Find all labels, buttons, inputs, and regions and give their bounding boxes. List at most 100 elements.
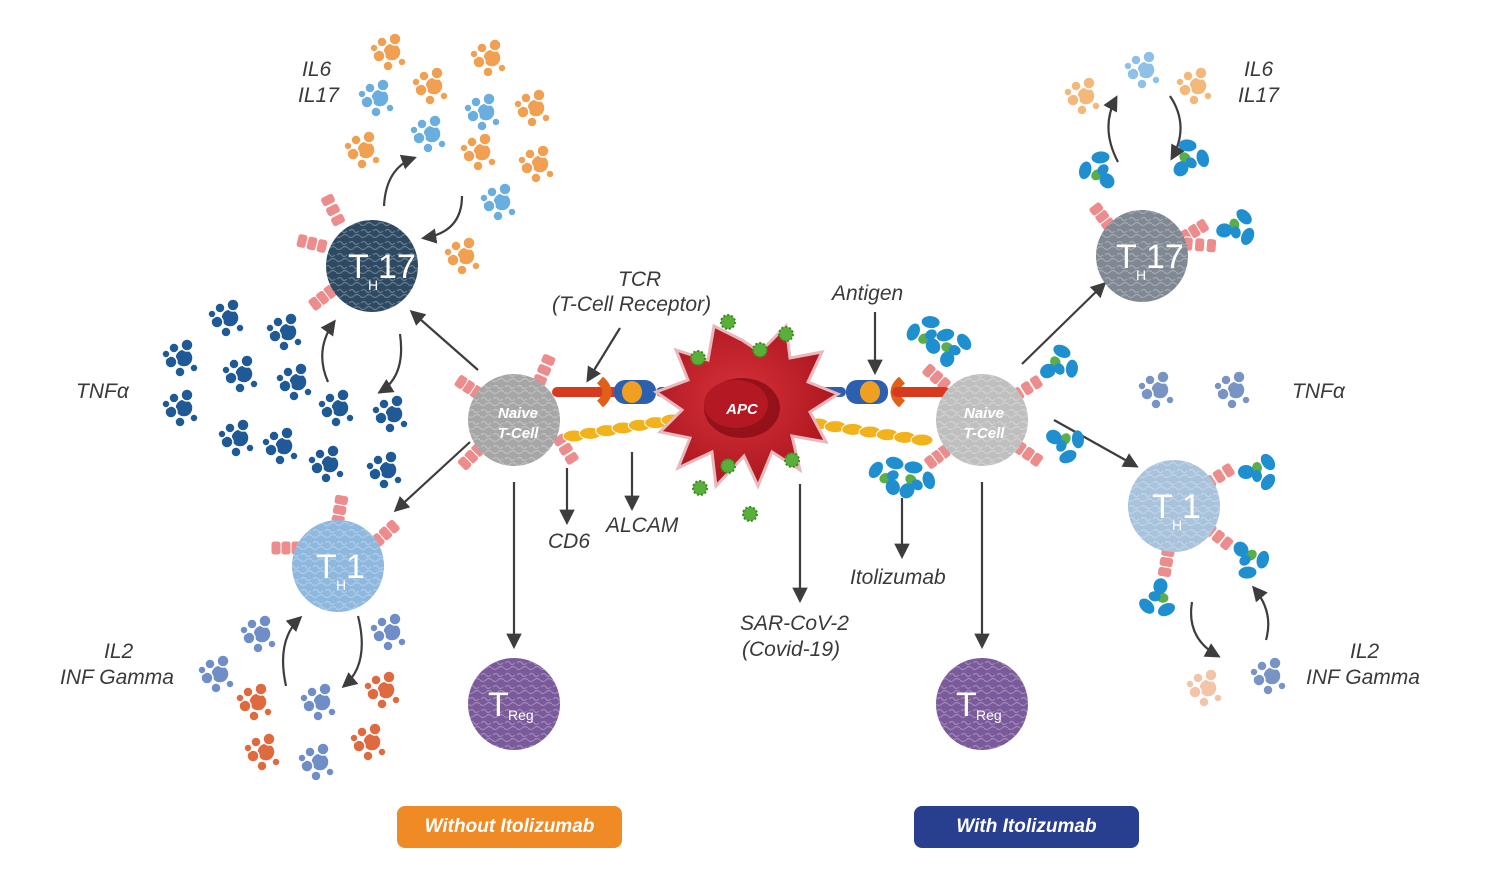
t-cells: T H 17 T H 1 Naive T-Cell T Reg bbox=[292, 210, 1220, 750]
cytokine-right-3 bbox=[1137, 370, 1175, 410]
th17-left-h: H bbox=[368, 277, 378, 293]
antibody-6 bbox=[1078, 151, 1115, 189]
cytokine-il2-left-8 bbox=[349, 722, 387, 762]
arrow-naive-to-th1-left bbox=[393, 441, 471, 513]
th17-left-num: 17 bbox=[378, 248, 416, 286]
naive-t-cell-right: Naive T-Cell bbox=[936, 374, 1028, 466]
treg-right-reg: Reg bbox=[976, 707, 1002, 723]
virus-particle bbox=[778, 326, 794, 342]
antibody-11 bbox=[1139, 578, 1176, 617]
cytokine-right-5 bbox=[1185, 668, 1223, 708]
cytokine-il-left-4 bbox=[463, 92, 501, 132]
cytokine-right-0 bbox=[1063, 76, 1101, 116]
treg-cell-right: T Reg bbox=[936, 658, 1028, 750]
treg-left-reg: Reg bbox=[508, 707, 534, 723]
cytokine-il2-left-2 bbox=[197, 654, 235, 694]
virus-particle bbox=[720, 314, 736, 330]
cytokine-right-2 bbox=[1175, 66, 1213, 106]
cytokine-tnf-left-3 bbox=[221, 354, 259, 394]
cytokine-il-left-8 bbox=[459, 132, 497, 172]
itolizumab-antibodies bbox=[868, 139, 1276, 617]
antibody-1 bbox=[936, 328, 972, 368]
cytokine-tnf-left-7 bbox=[371, 394, 409, 434]
label-sarscov: SAR-CoV-2 bbox=[740, 612, 849, 635]
arrow-th1-left-out bbox=[341, 615, 363, 688]
apc-label: APC bbox=[725, 401, 759, 418]
virus-particle bbox=[690, 350, 706, 366]
cd6-th17-right-a bbox=[1088, 201, 1116, 232]
label-il6-right: IL6 bbox=[1244, 58, 1274, 81]
cytokine-il-left-7 bbox=[343, 130, 381, 170]
apc-cell: APC bbox=[652, 322, 842, 490]
label-il2-left: IL2 bbox=[104, 640, 134, 663]
arrow-th17-tnf-in bbox=[320, 319, 336, 383]
label-tcr-full: (T-Cell Receptor) bbox=[552, 293, 711, 316]
cytokine-il2-left-3 bbox=[235, 682, 273, 722]
th1-left-num: 1 bbox=[346, 548, 365, 586]
with-itolizumab-badge: With Itolizumab bbox=[914, 806, 1139, 848]
tcr-right bbox=[806, 376, 950, 408]
th17-right-h: H bbox=[1136, 267, 1146, 283]
cytokine-il-left-5 bbox=[513, 88, 551, 128]
th1-right-h: H bbox=[1172, 517, 1182, 533]
cytokine-il2-left-1 bbox=[369, 612, 407, 652]
cytokine-tnf-left-0 bbox=[207, 298, 245, 338]
arrow-th1-left-in bbox=[282, 615, 303, 687]
cd6-naive-right-d bbox=[1012, 440, 1045, 468]
cd6-th17-left-c bbox=[307, 284, 338, 312]
label-antigen: Antigen bbox=[830, 282, 903, 305]
arrow-naive-to-th17-right bbox=[1021, 281, 1107, 365]
virus-particle bbox=[720, 458, 736, 474]
label-covid: (Covid-19) bbox=[742, 638, 840, 661]
arrow-naive-to-th17-left bbox=[409, 309, 479, 371]
cytokine-il2-left-7 bbox=[297, 742, 335, 782]
arrow-th1-right-in bbox=[1252, 585, 1270, 641]
cytokine-tnf-left-9 bbox=[261, 426, 299, 466]
alcam-cd6-chain-left bbox=[562, 413, 684, 443]
antibody-0 bbox=[906, 316, 941, 354]
arrow-th17-right-out bbox=[1103, 95, 1119, 163]
th1-left-t: T bbox=[316, 548, 337, 586]
cytokine-right-4 bbox=[1213, 370, 1251, 410]
th17-right-num: 17 bbox=[1146, 238, 1184, 276]
label-il6-left: IL6 bbox=[302, 58, 332, 81]
treg-right-t: T bbox=[956, 686, 977, 724]
cytokine-tnf-left-6 bbox=[317, 388, 355, 428]
label-il17-right: IL17 bbox=[1238, 84, 1280, 107]
naive-right-line1: Naive bbox=[964, 405, 1004, 422]
label-tcr: TCR bbox=[618, 268, 661, 291]
arrow-th17-right-in bbox=[1169, 95, 1185, 161]
cd6-naive-right-a bbox=[921, 362, 952, 392]
cytokine-il-left-9 bbox=[517, 144, 555, 184]
virus-particle bbox=[752, 342, 768, 358]
antibody-4 bbox=[868, 456, 904, 496]
label-cd6: CD6 bbox=[548, 530, 590, 553]
th17-right-t: T bbox=[1116, 238, 1137, 276]
cytokine-tnf-left-10 bbox=[307, 444, 345, 484]
cytokine-tnf-left-11 bbox=[365, 450, 403, 490]
cytokine-il-left-1 bbox=[469, 38, 507, 78]
antibody-5 bbox=[899, 461, 936, 499]
antibody-3 bbox=[1046, 429, 1084, 464]
cytokine-il2-left-6 bbox=[243, 732, 281, 772]
cytokine-tnf-left-2 bbox=[161, 338, 199, 378]
arrow-th17-secrete-left bbox=[382, 154, 417, 207]
antibody-2 bbox=[1040, 344, 1078, 379]
sars-cov-2-particles bbox=[690, 314, 800, 522]
th1-right-num: 1 bbox=[1182, 488, 1201, 526]
cd6-th17-left-b bbox=[295, 233, 329, 254]
without-itolizumab-badge: Without Itolizumab bbox=[397, 806, 622, 848]
cytokine-clusters bbox=[161, 32, 1287, 782]
arrow-naive-to-th1-right bbox=[1053, 419, 1139, 468]
cytokine-il-left-11 bbox=[443, 236, 481, 276]
th1-left-h: H bbox=[336, 577, 346, 593]
cytokine-il-left-10 bbox=[479, 182, 517, 222]
label-il2-right: IL2 bbox=[1350, 640, 1380, 663]
cytokine-il2-left-5 bbox=[363, 670, 401, 710]
arrow-tcr bbox=[586, 327, 621, 383]
alcam-right-bead bbox=[910, 433, 934, 447]
virus-particle bbox=[692, 480, 708, 496]
cytokine-il-left-0 bbox=[369, 32, 407, 72]
cytokine-right-6 bbox=[1249, 656, 1287, 696]
